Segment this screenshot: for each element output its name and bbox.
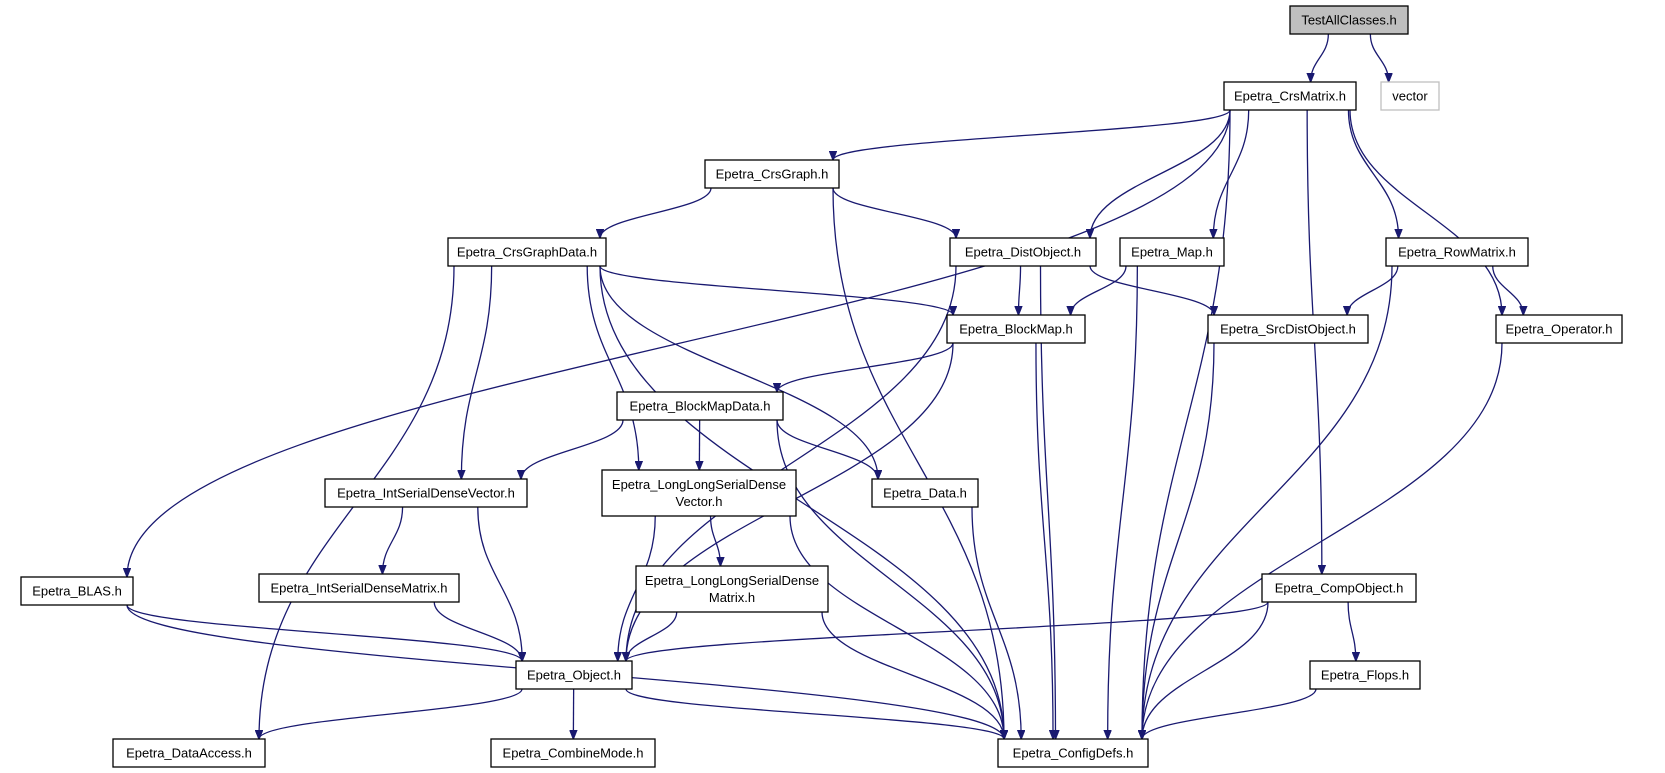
node-label-intserialdensevector: Epetra_IntSerialDenseVector.h xyxy=(337,486,515,501)
edge-crsgraphdata-to-data xyxy=(599,265,878,479)
node-label-crsgraphdata: Epetra_CrsGraphData.h xyxy=(457,245,597,260)
node-crsmatrix[interactable]: Epetra_CrsMatrix.h xyxy=(1223,81,1357,111)
node-label-blockmapdata: Epetra_BlockMapData.h xyxy=(630,399,771,414)
node-vector: vector xyxy=(1380,81,1440,111)
node-label-longlongserialdensematrix-1: Epetra_LongLongSerialDense xyxy=(645,573,819,588)
edge-rowmatrix-to-srcdistobject xyxy=(1347,265,1399,315)
edge-testall-to-vector xyxy=(1369,33,1388,82)
edge-flops-to-configdefs xyxy=(1142,688,1317,739)
edge-compobject-to-configdefs xyxy=(1142,601,1269,739)
node-intserialdensevector[interactable]: Epetra_IntSerialDenseVector.h xyxy=(324,478,528,508)
node-label-blockmap: Epetra_BlockMap.h xyxy=(959,322,1072,337)
edge-blas-to-object xyxy=(126,604,522,661)
edge-longlongserialdensevector-to-longlongserialdensematrix xyxy=(709,515,721,566)
node-label-vector: vector xyxy=(1392,89,1428,104)
node-intserialdensematrix[interactable]: Epetra_IntSerialDenseMatrix.h xyxy=(258,573,460,603)
node-distobject[interactable]: Epetra_DistObject.h xyxy=(949,237,1097,267)
node-label-configdefs: Epetra_ConfigDefs.h xyxy=(1013,746,1134,761)
node-label-operator: Epetra_Operator.h xyxy=(1506,322,1613,337)
edge-crsgraphdata-to-blockmap xyxy=(599,265,953,315)
edge-srcdistobject-to-configdefs xyxy=(1142,342,1215,739)
node-label-srcdistobject: Epetra_SrcDistObject.h xyxy=(1220,322,1356,337)
edge-crsgraphdata-to-longlongserialdensevector xyxy=(586,265,639,470)
edge-rowmatrix-to-configdefs xyxy=(1142,265,1393,739)
dependency-edges xyxy=(126,33,1524,739)
edge-crsgraph-to-distobject xyxy=(832,187,956,238)
node-label-longlongserialdensevector-1: Epetra_LongLongSerialDense xyxy=(612,477,786,492)
edge-compobject-to-object xyxy=(626,601,1269,661)
node-configdefs[interactable]: Epetra_ConfigDefs.h xyxy=(997,738,1149,768)
edge-crsmatrix-to-blas xyxy=(127,109,1231,577)
node-srcdistobject[interactable]: Epetra_SrcDistObject.h xyxy=(1207,314,1369,344)
edge-blockmapdata-to-data xyxy=(776,419,878,479)
edge-map-to-blockmap xyxy=(1071,265,1127,315)
edge-distobject-to-blockmap xyxy=(1018,265,1020,315)
node-label-crsgraph: Epetra_CrsGraph.h xyxy=(716,167,829,182)
edge-crsmatrix-to-crsgraph xyxy=(833,109,1231,160)
edge-crsmatrix-to-distobject xyxy=(1090,109,1231,238)
edge-longlongserialdensematrix-to-configdefs xyxy=(821,611,1004,739)
edge-compobject-to-flops xyxy=(1347,601,1356,661)
node-blockmapdata[interactable]: Epetra_BlockMapData.h xyxy=(616,391,784,421)
edge-data-to-configdefs xyxy=(971,506,1021,739)
node-operator[interactable]: Epetra_Operator.h xyxy=(1495,314,1623,344)
edge-intserialdensevector-to-intserialdensematrix xyxy=(382,506,404,574)
edge-operator-to-configdefs xyxy=(1142,342,1503,739)
node-label-distobject: Epetra_DistObject.h xyxy=(965,245,1081,260)
edge-crsmatrix-to-map xyxy=(1213,109,1250,238)
node-blas[interactable]: Epetra_BLAS.h xyxy=(20,576,134,606)
node-label-flops: Epetra_Flops.h xyxy=(1321,668,1409,683)
edge-crsgraph-to-configdefs xyxy=(832,187,1004,739)
edge-blockmap-to-configdefs xyxy=(1035,342,1053,739)
edge-longlongserialdensevector-to-configdefs xyxy=(789,515,1004,739)
edge-crsgraphdata-to-configdefs xyxy=(599,265,1004,739)
node-label-longlongserialdensevector-2: Vector.h xyxy=(676,494,723,509)
node-label-longlongserialdensematrix-2: Matrix.h xyxy=(709,590,755,605)
edge-crsmatrix-to-rowmatrix xyxy=(1347,109,1398,238)
edge-longlongserialdensematrix-to-object xyxy=(626,611,678,661)
edge-intserialdensematrix-to-object xyxy=(433,601,522,661)
node-testall[interactable]: TestAllClasses.h xyxy=(1289,5,1409,35)
edge-object-to-configdefs xyxy=(625,688,1004,739)
edge-rowmatrix-to-operator xyxy=(1492,265,1524,315)
edge-testall-to-crsmatrix xyxy=(1311,33,1329,82)
node-rowmatrix[interactable]: Epetra_RowMatrix.h xyxy=(1385,237,1529,267)
edge-distobject-to-configdefs xyxy=(1039,265,1056,739)
node-blockmap[interactable]: Epetra_BlockMap.h xyxy=(946,314,1086,344)
edge-crsmatrix-to-operator xyxy=(1349,109,1502,315)
edge-blockmapdata-to-intserialdensevector xyxy=(521,419,624,479)
node-crsgraph[interactable]: Epetra_CrsGraph.h xyxy=(704,159,840,189)
node-object[interactable]: Epetra_Object.h xyxy=(515,660,633,690)
edge-crsgraphdata-to-intserialdensevector xyxy=(461,265,493,479)
node-crsgraphdata[interactable]: Epetra_CrsGraphData.h xyxy=(447,237,607,267)
node-data[interactable]: Epetra_Data.h xyxy=(871,478,979,508)
node-combinemode[interactable]: Epetra_CombineMode.h xyxy=(490,738,656,768)
node-label-intserialdensematrix: Epetra_IntSerialDenseMatrix.h xyxy=(270,581,447,596)
edge-blockmap-to-blockmapdata xyxy=(777,342,954,392)
node-flops[interactable]: Epetra_Flops.h xyxy=(1309,660,1421,690)
node-label-map: Epetra_Map.h xyxy=(1131,245,1213,260)
edge-object-to-dataaccess xyxy=(259,688,523,739)
node-label-blas: Epetra_BLAS.h xyxy=(32,584,122,599)
node-label-object: Epetra_Object.h xyxy=(527,668,621,683)
edge-crsgraph-to-crsgraphdata xyxy=(600,187,712,238)
edge-map-to-configdefs xyxy=(1108,265,1138,739)
node-map[interactable]: Epetra_Map.h xyxy=(1119,237,1225,267)
edge-distobject-to-srcdistobject xyxy=(1089,265,1214,315)
edge-crsmatrix-to-configdefs xyxy=(1142,109,1231,739)
node-label-compobject: Epetra_CompObject.h xyxy=(1275,581,1404,596)
node-label-crsmatrix: Epetra_CrsMatrix.h xyxy=(1234,89,1346,104)
edge-intserialdensevector-to-object xyxy=(477,506,522,661)
node-label-dataaccess: Epetra_DataAccess.h xyxy=(126,746,252,761)
node-label-combinemode: Epetra_CombineMode.h xyxy=(503,746,644,761)
node-label-data: Epetra_Data.h xyxy=(883,486,967,501)
node-dataaccess[interactable]: Epetra_DataAccess.h xyxy=(112,738,266,768)
node-label-testall: TestAllClasses.h xyxy=(1301,13,1396,28)
node-label-rowmatrix: Epetra_RowMatrix.h xyxy=(1398,245,1516,260)
node-compobject[interactable]: Epetra_CompObject.h xyxy=(1261,573,1417,603)
